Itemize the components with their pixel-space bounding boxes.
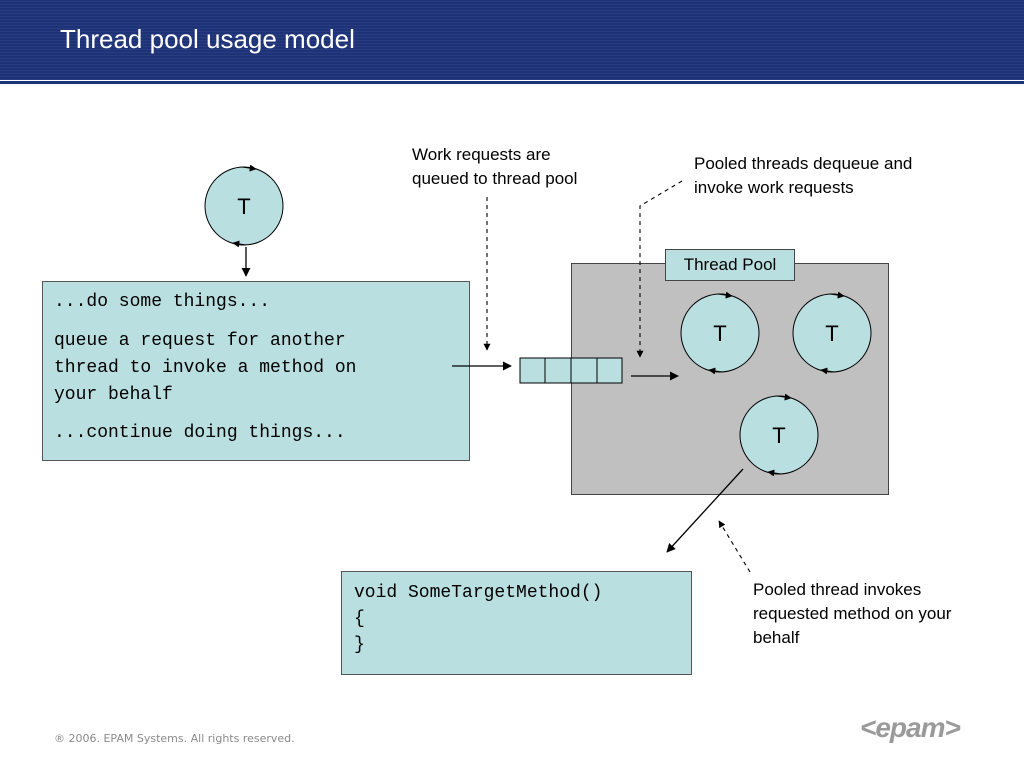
target-code-line-1: void SomeTargetMethod() <box>354 583 603 603</box>
caller-code-line-3: thread to invoke a method on <box>54 358 357 378</box>
callout-dequeue-line-2: invoke work requests <box>694 178 854 197</box>
thread-pool-label: Thread Pool <box>665 249 795 281</box>
callout-invokes-line-2: requested method on your <box>753 604 952 623</box>
callout-dequeue-line-1: Pooled threads dequeue and <box>694 154 913 173</box>
pool-thread-label-3: T <box>772 423 785 448</box>
caller-code-box: ...do some things... queue a request for… <box>42 281 470 461</box>
dequeue-callout-pointer <box>636 180 683 358</box>
target-method-box: void SomeTargetMethod() { } <box>341 571 692 675</box>
callout-queued: Work requests are queued to thread pool <box>412 143 577 191</box>
invokes-callout-pointer <box>718 520 751 573</box>
caller-thread-label: T <box>237 194 250 219</box>
pool-thread-icon-1: T <box>680 291 760 375</box>
target-code-line-3: } <box>354 635 365 655</box>
callout-invokes: Pooled thread invokes requested method o… <box>753 578 951 650</box>
callout-dequeue: Pooled threads dequeue and invoke work r… <box>694 152 912 200</box>
callout-queued-line-2: queued to thread pool <box>412 169 578 188</box>
slide-header <box>0 0 1024 80</box>
thread-to-method-arrow <box>666 468 744 553</box>
pool-thread-icon-3: T <box>739 393 819 477</box>
caller-code-line-5: ...continue doing things... <box>54 423 346 443</box>
work-queue-icon <box>519 357 623 384</box>
slide-title: Thread pool usage model <box>60 24 355 54</box>
callout-invokes-line-3: behalf <box>753 628 800 647</box>
pool-thread-icon-2: T <box>792 291 872 375</box>
caller-code-line-4: your behalf <box>54 385 173 405</box>
copyright-text: ® 2006. EPAM Systems. All rights reserve… <box>54 732 295 745</box>
header-rule <box>0 80 1024 84</box>
pool-thread-label-1: T <box>713 321 726 346</box>
target-code-line-2: { <box>354 609 365 629</box>
callout-invokes-line-1: Pooled thread invokes <box>753 580 922 599</box>
caller-thread-icon: T <box>204 164 284 248</box>
pool-thread-label-2: T <box>825 321 838 346</box>
caller-code-line-1: ...do some things... <box>54 292 271 312</box>
epam-logo: <epam> <box>860 712 961 743</box>
callout-queued-line-1: Work requests are <box>412 145 551 164</box>
caller-code-line-2: queue a request for another <box>54 331 346 351</box>
